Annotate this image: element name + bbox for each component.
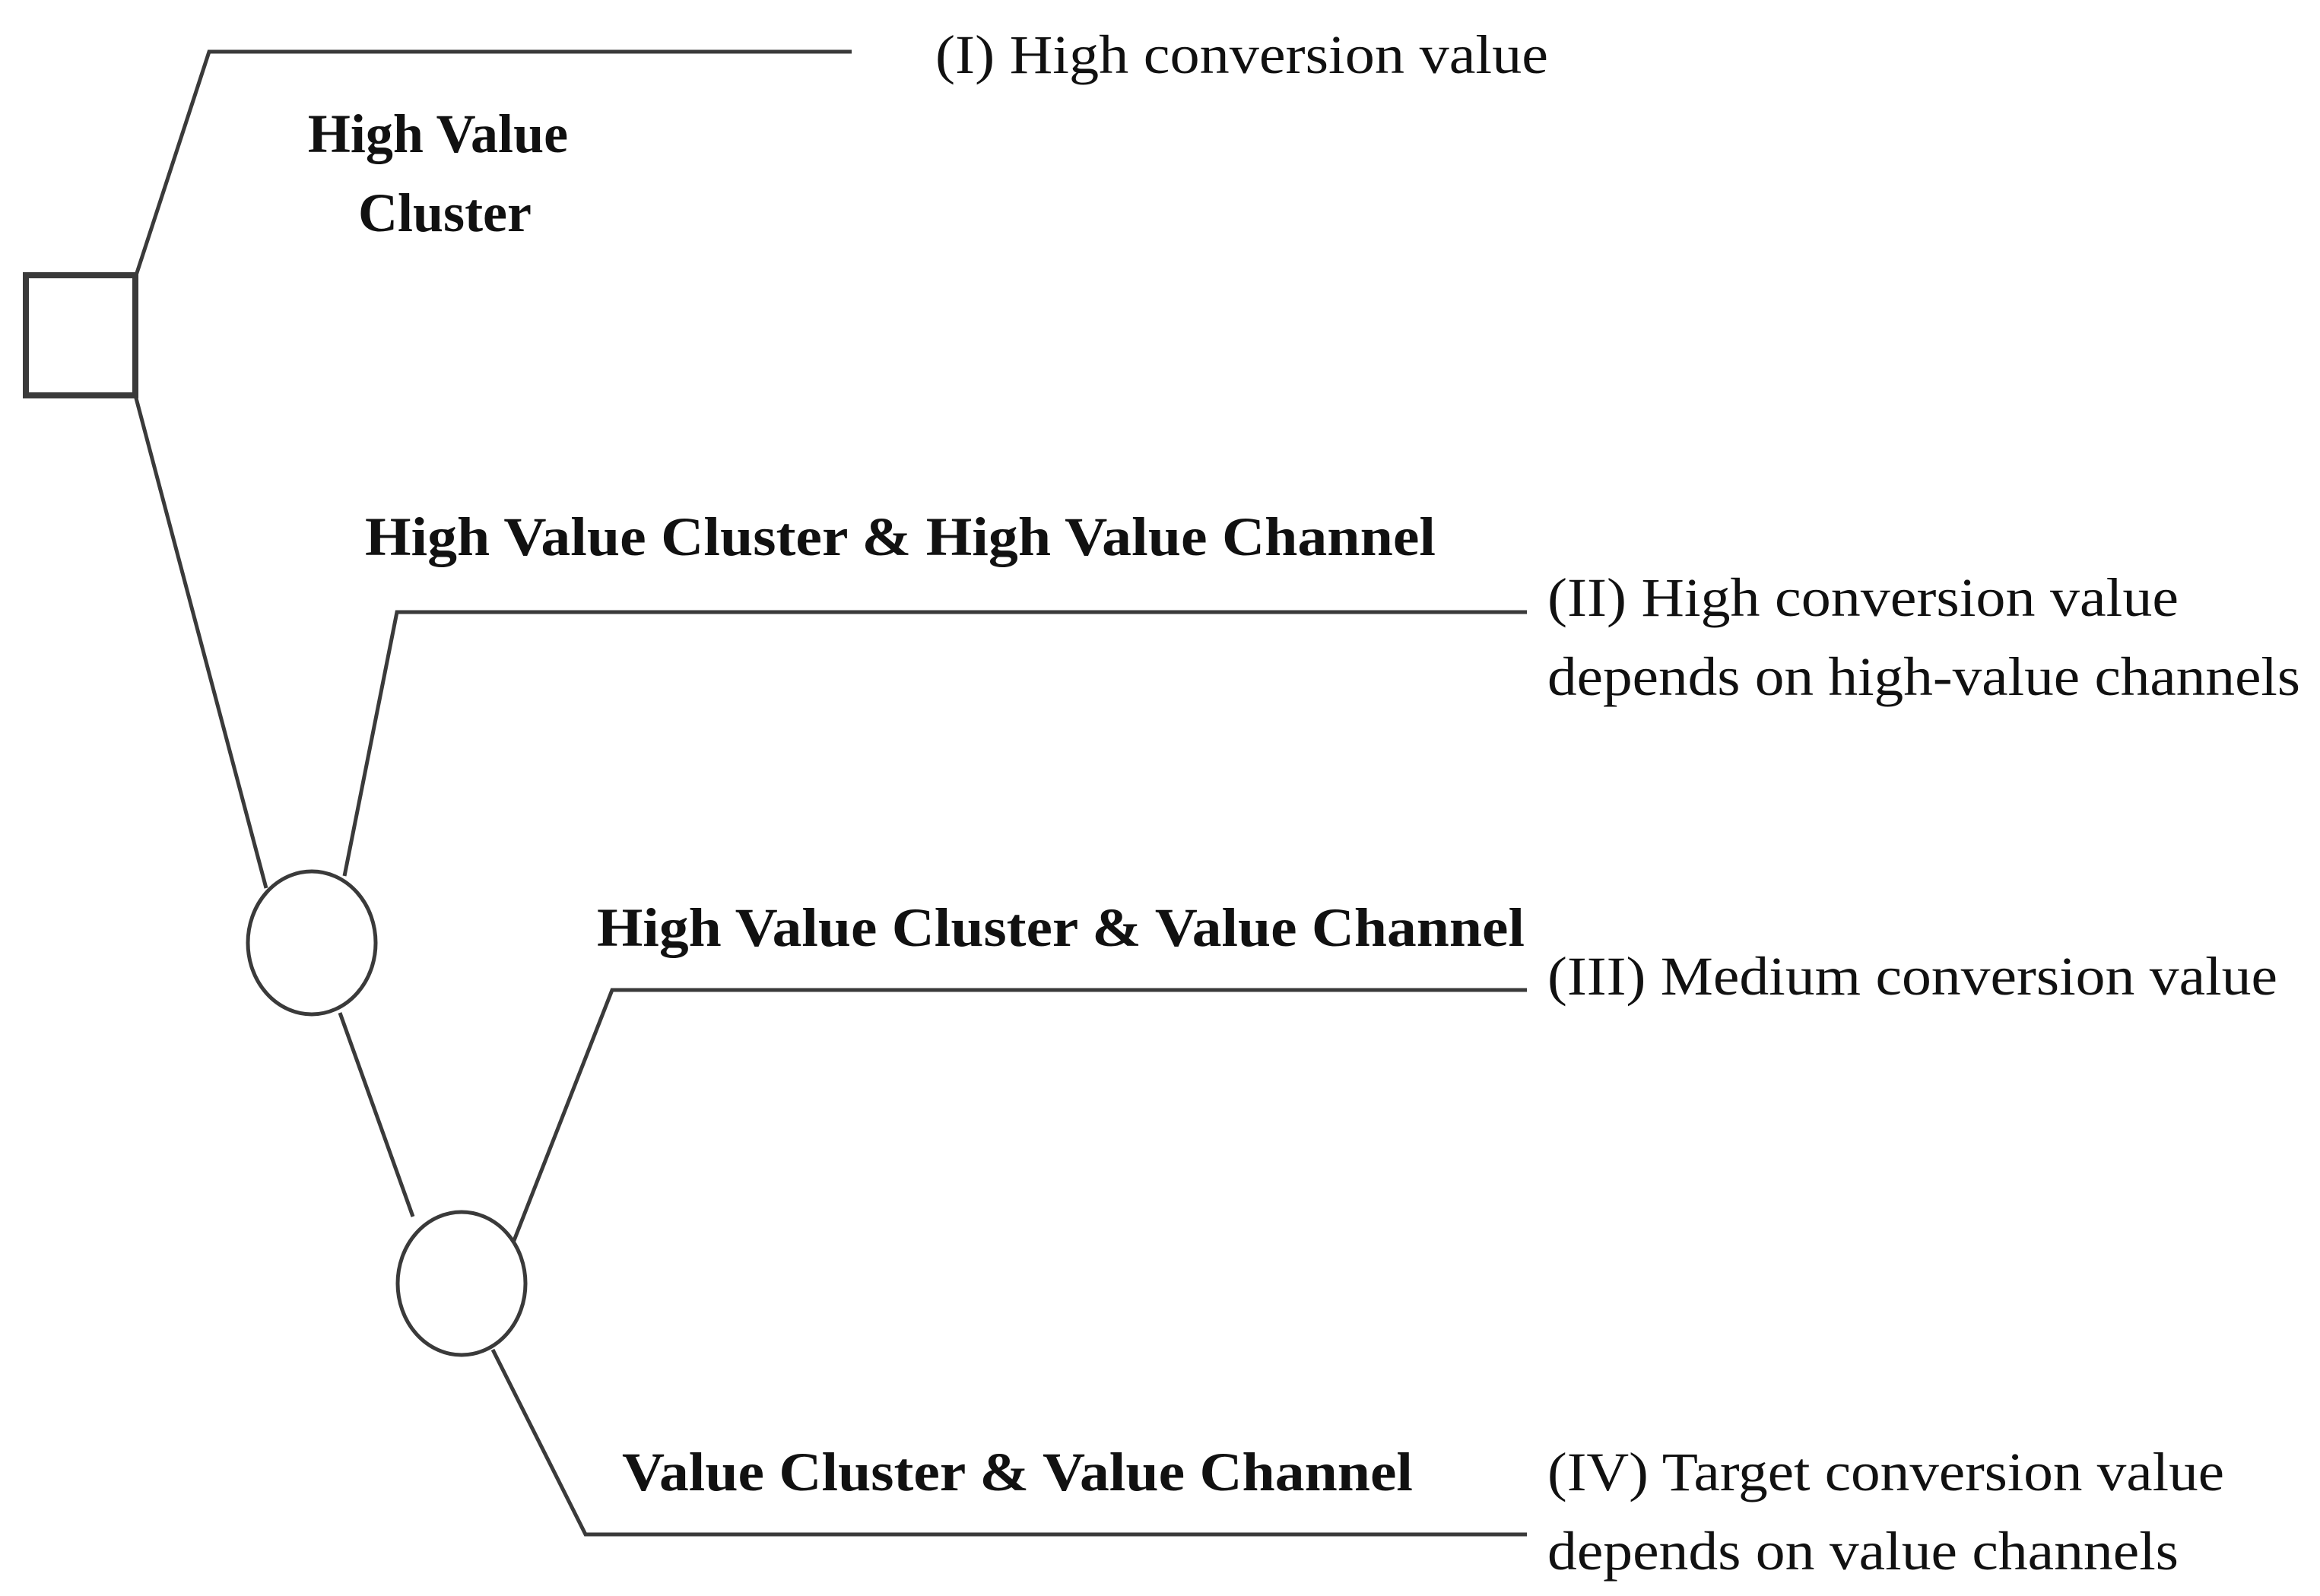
branch-1-label: High Value Cluster	[308, 103, 582, 243]
branch-1-label-line-2: Cluster	[358, 182, 532, 243]
branch-3-label: High Value Cluster & Value Channel	[597, 897, 1525, 958]
chance-1-to-chance-2-line	[338, 1012, 415, 1217]
branch-2-label: High Value Cluster & High Value Channel	[365, 506, 1436, 567]
outcome-2-line-1: (II) High conversion value	[1547, 567, 2179, 628]
outcome-2-line-2: depends on high-value channels	[1547, 646, 2300, 707]
decision-node	[23, 272, 138, 398]
branch-2-line	[342, 610, 1527, 877]
outcome-2: (II) High conversion value depends on hi…	[1547, 567, 2300, 707]
outcome-1: (I) High conversion value	[935, 24, 1548, 85]
branch-1-line	[133, 49, 852, 278]
chance-node-1	[246, 869, 378, 1017]
outcome-4-line-1: (IV) Target conversion value	[1547, 1442, 2224, 1502]
branch-4-label: Value Cluster & Value Channel	[622, 1442, 1413, 1502]
chance-node-2	[395, 1210, 528, 1357]
branch-3-line	[511, 988, 1527, 1243]
branch-1-label-line-1: High Value	[308, 103, 568, 164]
decision-to-chance-1-line	[133, 395, 268, 889]
outcome-3: (III) Medium conversion value	[1547, 946, 2277, 1007]
outcome-4-line-2: depends on value channels	[1547, 1521, 2179, 1582]
outcome-4: (IV) Target conversion value depends on …	[1547, 1442, 2238, 1582]
branch-4-line	[490, 1348, 1527, 1537]
